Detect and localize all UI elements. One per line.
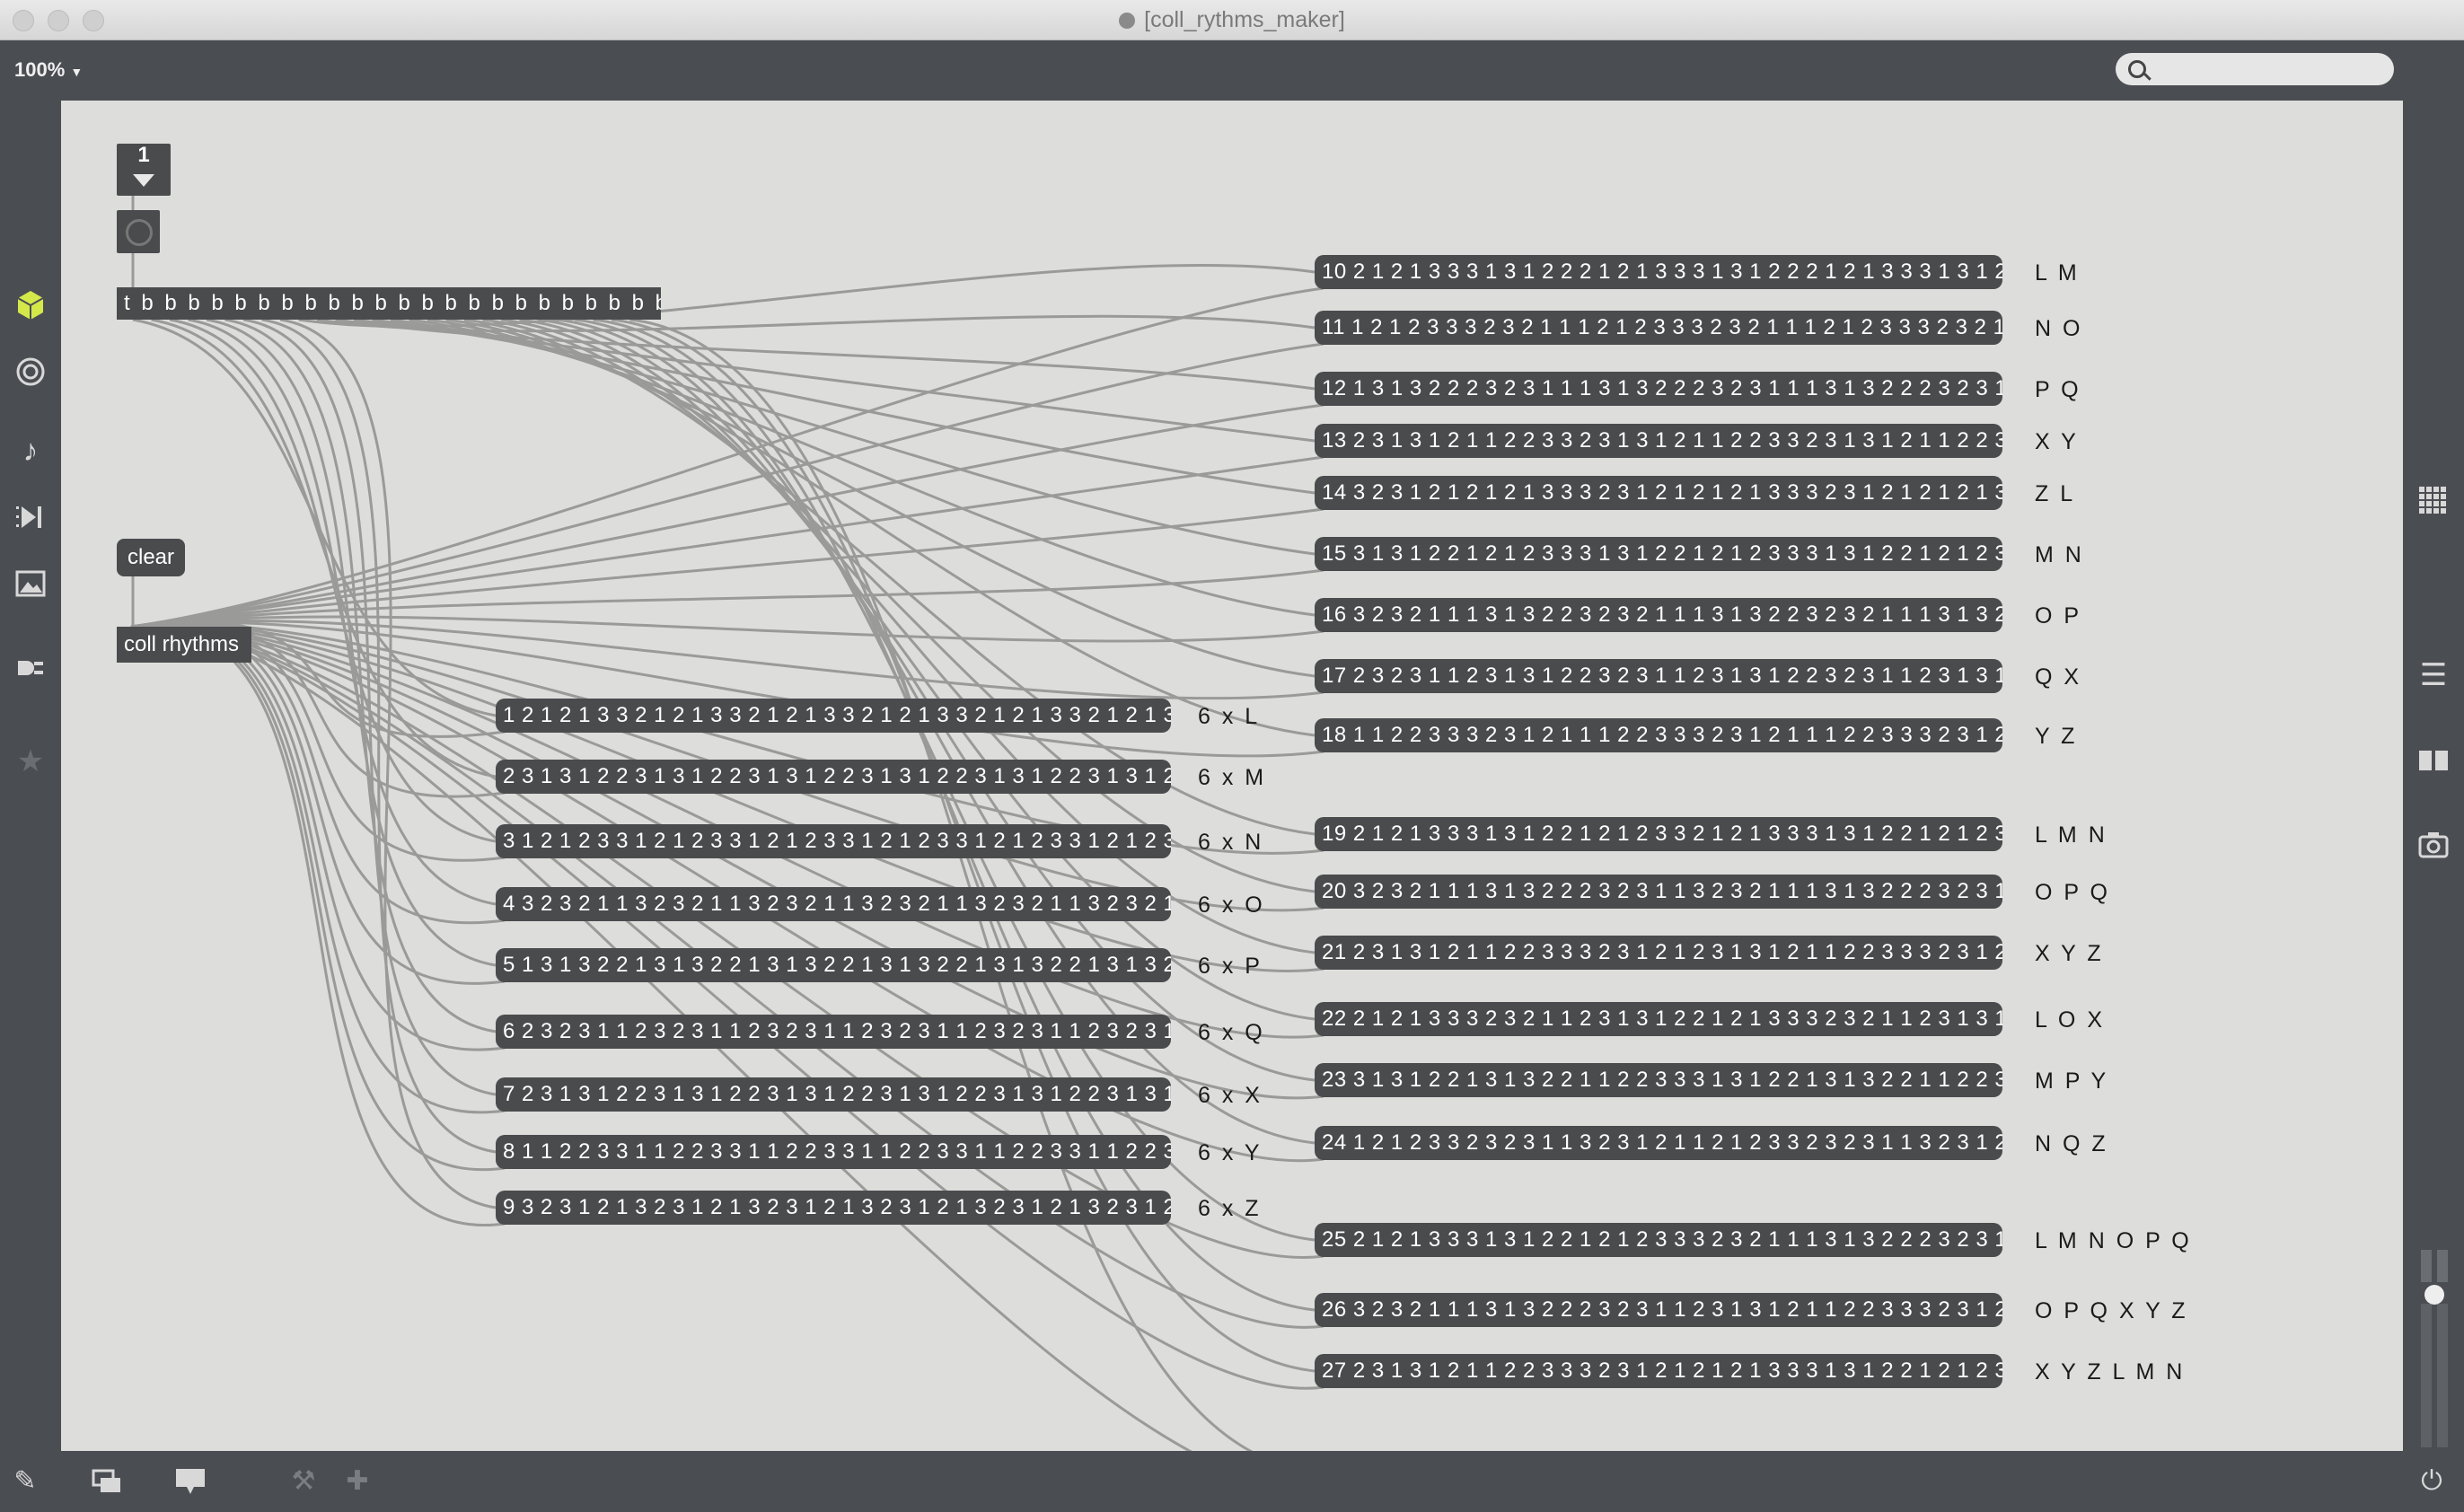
- bang-ring-icon: [126, 219, 153, 246]
- rhythm-message-box[interactable]: 14 3 2 3 1 2 1 2 1 2 1 3 3 3 2 3 1 2 1 2…: [1315, 476, 2002, 510]
- rhythm-comment: 6 x Q: [1198, 1020, 1265, 1045]
- play-step-icon[interactable]: [13, 499, 48, 535]
- search-box[interactable]: [2116, 53, 2394, 85]
- rhythm-message-box[interactable]: 23 3 1 3 1 2 2 1 3 1 3 2 2 1 1 2 2 3 3 3…: [1315, 1063, 2002, 1097]
- rhythm-message-box[interactable]: 10 2 1 2 1 3 3 3 1 3 1 2 2 2 1 2 1 3 3 3…: [1315, 255, 2002, 289]
- rhythm-message-box[interactable]: 3 1 2 1 2 3 3 1 2 1 2 3 3 1 2 1 2 3 3 1 …: [496, 824, 1171, 858]
- rhythm-comment: O P: [2035, 603, 2082, 629]
- rhythm-comment: 6 x P: [1198, 954, 1263, 979]
- right-sidebar: ☰: [2403, 101, 2464, 1451]
- grid-icon[interactable]: [2416, 481, 2451, 517]
- target-icon[interactable]: [13, 354, 48, 390]
- rhythm-comment: N Q Z: [2035, 1131, 2108, 1156]
- rhythm-message-box[interactable]: 15 3 1 3 1 2 2 1 2 1 2 3 3 3 1 3 1 2 2 1…: [1315, 537, 2002, 571]
- max-patcher-icon: [1119, 13, 1136, 29]
- rhythm-message-box[interactable]: 26 3 2 3 2 1 1 1 3 1 3 2 2 2 3 2 3 1 1 2…: [1315, 1293, 2002, 1327]
- rhythm-message-box[interactable]: 27 2 3 1 3 1 2 1 1 2 2 3 3 3 2 3 1 2 1 2…: [1315, 1354, 2002, 1388]
- rhythm-message-box[interactable]: 2 3 1 3 1 2 2 3 1 3 1 2 2 3 1 3 1 2 2 3 …: [496, 760, 1171, 794]
- patch-cords: [130, 195, 1324, 1451]
- window-title-text: [coll_rythms_maker]: [1144, 7, 1345, 32]
- rhythm-comment: M P Y: [2035, 1068, 2109, 1094]
- volume-meter[interactable]: [2419, 1250, 2450, 1447]
- rhythm-message-box[interactable]: 13 2 3 1 3 1 2 1 1 2 2 3 3 2 3 1 3 1 2 1…: [1315, 424, 2002, 458]
- rhythm-comment: M N: [2035, 542, 2084, 567]
- image-icon[interactable]: [13, 566, 48, 602]
- left-sidebar: ♪ ★: [0, 101, 61, 1451]
- toolbar: 100% ▼: [0, 40, 2464, 101]
- chevron-down-icon: ▼: [70, 65, 84, 79]
- rhythm-message-box[interactable]: 12 1 3 1 3 2 2 2 3 2 3 1 1 1 3 1 3 2 2 2…: [1315, 372, 2002, 406]
- rhythm-comment: X Y Z L M N: [2035, 1359, 2186, 1385]
- title-bar: [coll_rythms_maker]: [0, 0, 2464, 40]
- rhythm-message-box[interactable]: 9 3 2 3 1 2 1 3 2 3 1 2 1 3 2 3 1 2 1 3 …: [496, 1191, 1171, 1225]
- hammer-icon[interactable]: ⚒: [291, 1466, 316, 1496]
- rhythm-message-box[interactable]: 20 3 2 3 2 1 1 1 3 1 3 2 2 2 3 2 3 1 1 3…: [1315, 875, 2002, 909]
- add-tool-icon[interactable]: ✚: [346, 1466, 369, 1496]
- camera-icon[interactable]: [2416, 826, 2451, 862]
- rhythm-message-box[interactable]: 22 2 1 2 1 3 3 3 2 3 2 1 1 2 3 1 3 1 2 2…: [1315, 1002, 2002, 1036]
- rhythm-comment: 6 x Y: [1198, 1140, 1263, 1165]
- search-icon: [2128, 60, 2146, 78]
- rhythm-message-box[interactable]: 11 1 2 1 2 3 3 3 2 3 2 1 1 1 2 1 2 3 3 3…: [1315, 311, 2002, 345]
- rhythm-message-box[interactable]: 19 2 1 2 1 3 3 3 1 3 1 2 2 1 2 1 2 3 3 2…: [1315, 817, 2002, 851]
- rhythm-comment: O P Q: [2035, 880, 2111, 905]
- rhythm-message-box[interactable]: 25 2 1 2 1 3 3 3 1 3 1 2 2 1 2 1 2 3 3 3…: [1315, 1223, 2002, 1257]
- rhythm-message-box[interactable]: 1 2 1 2 1 3 3 2 1 2 1 3 3 2 1 2 1 3 3 2 …: [496, 699, 1171, 733]
- number-box-value: 1: [137, 143, 150, 167]
- minimize-window-button[interactable]: [48, 10, 69, 31]
- rhythm-message-box[interactable]: 18 1 1 2 2 3 3 3 2 3 1 2 1 1 1 2 2 3 3 3…: [1315, 718, 2002, 752]
- trigger-object[interactable]: t b b b b b b b b b b b b b b b b b b b …: [117, 287, 661, 320]
- rhythm-message-box[interactable]: 21 2 3 1 3 1 2 1 1 2 2 3 3 3 2 3 1 2 1 2…: [1315, 936, 2002, 970]
- rhythm-comment: P Q: [2035, 377, 2081, 402]
- number-box[interactable]: 1: [117, 144, 171, 196]
- rhythm-comment: L M N: [2035, 822, 2108, 848]
- plug-icon[interactable]: [13, 648, 48, 684]
- rhythm-comment: X Y Z: [2035, 941, 2104, 966]
- rhythm-comment: 6 x M: [1198, 765, 1267, 790]
- rhythm-comment: N O: [2035, 316, 2083, 341]
- zoom-level: 100%: [14, 58, 66, 81]
- rhythm-comment: L O X: [2035, 1007, 2105, 1033]
- rhythm-comment: L M N O P Q: [2035, 1228, 2192, 1253]
- rhythm-message-box[interactable]: 24 1 2 1 2 3 3 2 3 2 3 1 1 3 2 3 1 2 1 1…: [1315, 1126, 2002, 1160]
- rhythm-message-box[interactable]: 16 3 2 3 2 1 1 1 3 1 3 2 2 3 2 3 2 1 1 1…: [1315, 598, 2002, 632]
- music-note-icon[interactable]: ♪: [22, 434, 39, 468]
- star-icon[interactable]: ★: [16, 744, 45, 778]
- coll-object[interactable]: coll rhythms: [117, 627, 251, 663]
- zoom-window-button[interactable]: [83, 10, 104, 31]
- rhythm-comment: Y Z: [2035, 724, 2078, 749]
- rhythm-message-box[interactable]: 5 1 3 1 3 2 2 1 3 1 3 2 2 1 3 1 3 2 2 1 …: [496, 948, 1171, 982]
- windows-icon[interactable]: [90, 1465, 126, 1498]
- close-window-button[interactable]: [13, 10, 34, 31]
- book-icon[interactable]: [2416, 742, 2451, 778]
- rhythm-comment: Z L: [2035, 481, 2076, 506]
- bang-button[interactable]: [117, 210, 160, 253]
- cube-icon[interactable]: [13, 287, 48, 323]
- rhythm-message-box[interactable]: 6 2 3 2 3 1 1 2 3 2 3 1 1 2 3 2 3 1 1 2 …: [496, 1015, 1171, 1049]
- power-icon[interactable]: ⏻: [2421, 1466, 2442, 1496]
- rhythm-message-box[interactable]: 7 2 3 1 3 1 2 2 3 1 3 1 2 2 3 1 3 1 2 2 …: [496, 1077, 1171, 1112]
- rhythm-comment: X Y: [2035, 429, 2079, 454]
- search-input[interactable]: [2153, 57, 2381, 82]
- rhythm-comment: O P Q X Y Z: [2035, 1298, 2188, 1323]
- rhythm-comment: 6 x X: [1198, 1083, 1263, 1108]
- zoom-menu[interactable]: 100% ▼: [14, 58, 83, 82]
- clear-message[interactable]: clear: [117, 539, 185, 576]
- window-title: [coll_rythms_maker]: [0, 7, 2464, 33]
- rhythm-comment: 6 x N: [1198, 830, 1264, 855]
- presentation-icon[interactable]: [172, 1465, 208, 1498]
- rhythm-comment: Q X: [2035, 664, 2082, 690]
- rhythm-comment: 6 x Z: [1198, 1196, 1262, 1221]
- patcher-canvas[interactable]: 1 t b b b b b b b b b b b b b b b b b b …: [61, 101, 2403, 1451]
- rhythm-message-box[interactable]: 4 3 2 3 2 1 1 3 2 3 2 1 1 3 2 3 2 1 1 3 …: [496, 887, 1171, 921]
- bottom-toolbar: ✎ ⚒ ✚ ⏻: [0, 1451, 2464, 1512]
- pencil-icon[interactable]: ✎: [13, 1466, 37, 1496]
- rhythm-comment: 6 x L: [1198, 704, 1261, 729]
- rhythm-comment: 6 x O: [1198, 892, 1265, 918]
- rhythm-comment: L M: [2035, 260, 2080, 286]
- list-icon[interactable]: ☰: [2419, 658, 2448, 692]
- rhythm-message-box[interactable]: 17 2 3 2 3 1 1 2 3 1 3 1 2 2 3 2 3 1 1 2…: [1315, 659, 2002, 693]
- triangle-icon: [133, 174, 154, 187]
- rhythm-message-box[interactable]: 8 1 1 2 2 3 3 1 1 2 2 3 3 1 1 2 2 3 3 1 …: [496, 1135, 1171, 1169]
